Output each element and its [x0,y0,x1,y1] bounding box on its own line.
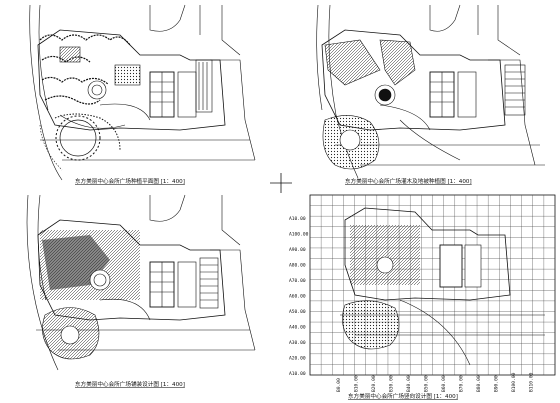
grid-y-label: A60.00 [289,294,306,300]
grid-y-label: A30.00 [289,340,306,346]
caption-top-left: 东方美丽中心会所广场种植平面图 [1：400] [75,177,185,185]
grid-x-label: B70.00 [459,375,465,392]
grid-x-label: B50.00 [424,375,430,392]
grid-y-label: A40.00 [289,325,306,331]
plan-bottom-left [26,194,256,371]
grid-x-label: B30.00 [389,375,395,392]
caption-top-right: 东方美丽中心会所广场灌木及地被种植图 [1：400] [345,177,472,185]
plan-bottom-right: A10.00A100.00A90.00A80.00A70.00A60.00A50… [289,194,556,392]
plan-top-right [316,4,545,179]
grid-y-label: A10.00 [289,371,306,377]
grid-y-label: A100.00 [289,232,309,238]
grid-x-label: B80.00 [476,375,482,392]
grid-y-label: A70.00 [289,278,306,284]
center-crosshair [270,173,292,193]
grid-x-label: B0.00 [336,378,342,392]
grid-x-label: B110.00 [529,372,535,392]
grid-y-label: A80.00 [289,263,306,269]
grid-y-label: A50.00 [289,309,306,315]
grid-x-label: B60.00 [441,375,447,392]
caption-bottom-left: 东方美丽中心会所广场铺装设计图 [1：400] [75,380,185,388]
grid-x-label: B40.00 [406,375,412,392]
caption-bottom-right: 东方美丽中心会所广场竖向设计图 [1：400] [348,392,458,400]
grid-x-label: B10.00 [354,375,360,392]
grid-x-label: B90.00 [494,375,500,392]
grid-x-label: B20.00 [371,375,377,392]
plan-top-left [29,4,256,181]
grid-y-label: A10.00 [289,216,306,222]
grid-y-label: A90.00 [289,247,306,253]
grid-x-label: B100.00 [511,372,517,392]
grid-y-label: A20.00 [289,356,306,362]
